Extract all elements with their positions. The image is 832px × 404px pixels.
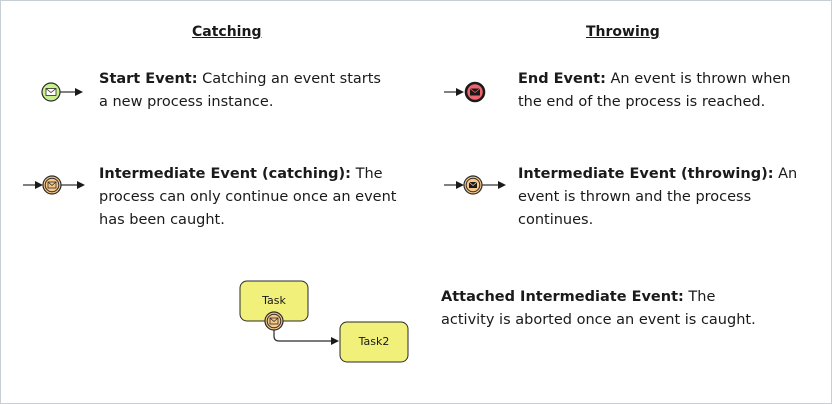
catching-heading: Catching (192, 24, 262, 40)
throwing-heading: Throwing (586, 24, 660, 40)
intermediate-throwing-description: Intermediate Event (throwing): An event … (518, 163, 823, 232)
intermediate-catching-text: The process can only continue once an ev… (99, 166, 397, 228)
attached-event-title: Attached Intermediate Event: (441, 289, 684, 305)
end-event-description: End Event: An event is thrown when the e… (518, 68, 818, 114)
end-message-event-icon (444, 81, 486, 103)
attached-event-diagram: Task Task2 (239, 280, 409, 363)
start-event-text: Catching an event starts a new process i… (99, 71, 381, 110)
attached-event-description: Attached Intermediate Event: The activit… (441, 286, 761, 332)
start-message-event-icon (41, 82, 83, 102)
end-event-title: End Event: (518, 71, 606, 87)
intermediate-catching-message-event-icon (23, 175, 85, 195)
end-event-text: An event is thrown when the end of the p… (518, 71, 791, 110)
sequence-flow-arrowhead (331, 337, 339, 345)
attached-message-event-icon (264, 311, 284, 331)
task2-label: Task2 (358, 335, 390, 348)
intermediate-throwing-text: An event is thrown and the process conti… (518, 166, 798, 228)
start-event-title: Start Event: (99, 71, 198, 87)
task2-box (339, 321, 409, 363)
task-label: Task (261, 294, 286, 307)
intermediate-throwing-message-event-icon (444, 175, 506, 195)
attached-event-text: The activity is aborted once an event is… (441, 289, 756, 328)
start-event-description: Start Event: Catching an event starts a … (99, 68, 389, 114)
sequence-flow (273, 329, 331, 342)
intermediate-catching-description: Intermediate Event (catching): The proce… (99, 163, 414, 232)
intermediate-throwing-title: Intermediate Event (throwing): (518, 166, 774, 182)
intermediate-catching-title: Intermediate Event (catching): (99, 166, 351, 182)
